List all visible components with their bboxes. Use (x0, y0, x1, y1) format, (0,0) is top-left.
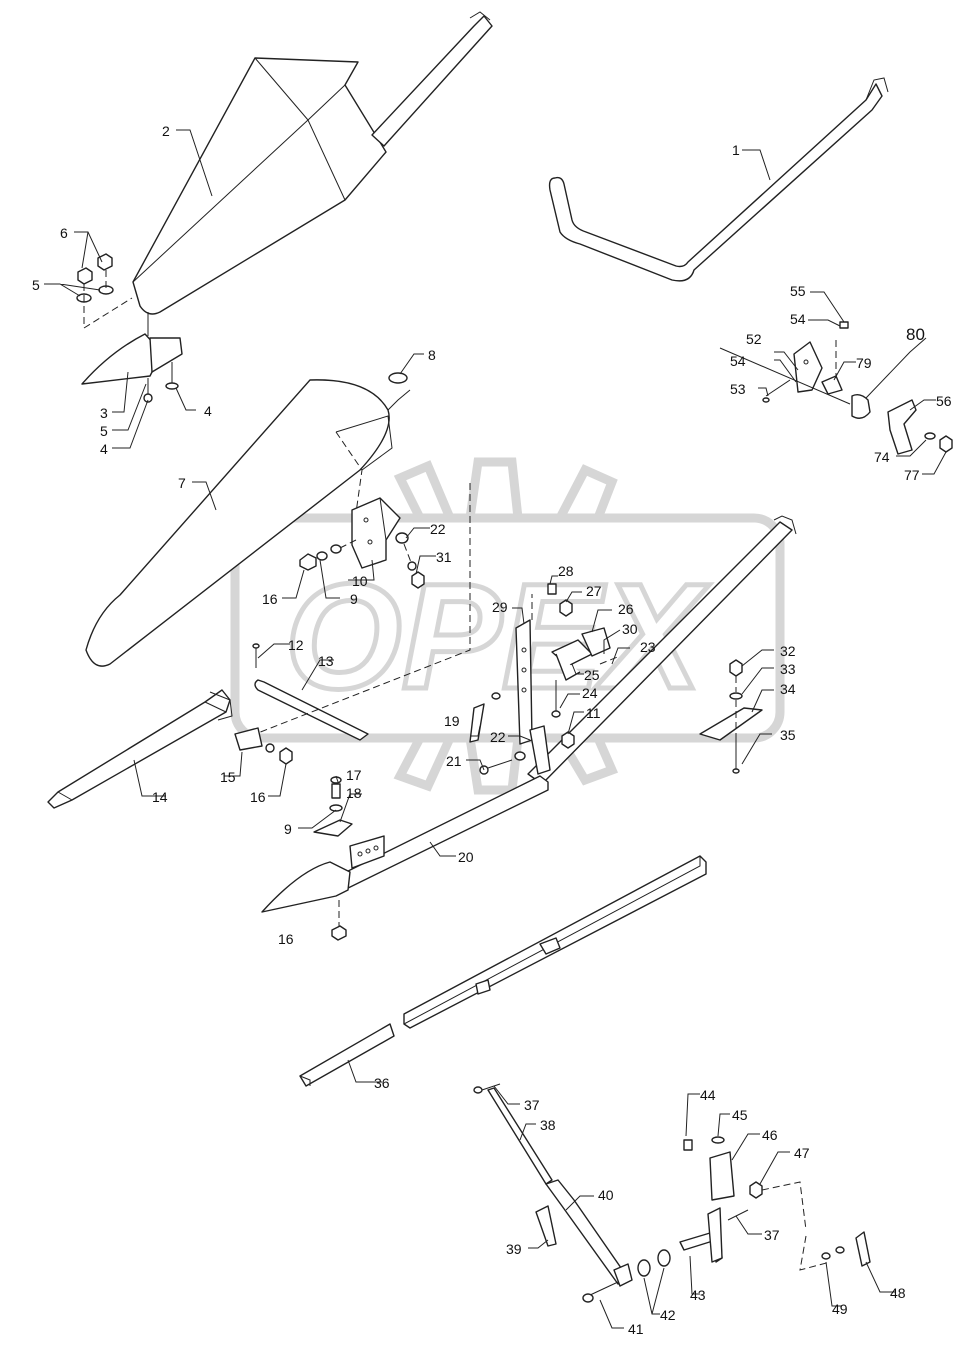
callout-37: 37 (764, 1227, 780, 1243)
callout-54: 54 (790, 311, 806, 327)
callout-41: 41 (628, 1321, 644, 1337)
hardware-near-part-2 (76, 253, 179, 403)
callout-55: 55 (790, 283, 806, 299)
callout-19: 19 (444, 713, 460, 729)
callout-11: 11 (586, 705, 601, 721)
callout-46: 46 (762, 1127, 778, 1143)
callout-53: 53 (730, 381, 746, 397)
callout-24: 24 (582, 685, 598, 701)
callout-8: 8 (428, 347, 436, 363)
part-36-bar (299, 855, 707, 1087)
callout-22: 22 (430, 521, 446, 537)
callout-14: 14 (152, 789, 168, 805)
callout-39: 39 (506, 1241, 522, 1257)
callout-37: 37 (524, 1097, 540, 1113)
callout-77: 77 (904, 467, 920, 483)
callout-49: 49 (832, 1301, 848, 1317)
part-12-bolt (252, 643, 260, 668)
callout-52: 52 (746, 331, 762, 347)
part-18-plate (313, 776, 353, 837)
callout-29: 29 (492, 599, 508, 615)
callout-labels: 1 2 3 4 4 5 5 6 7 8 9 9 10 11 12 13 14 1… (32, 123, 952, 1337)
callout-31: 31 (436, 549, 452, 565)
callout-9: 9 (350, 591, 358, 607)
callout-79: 79 (856, 355, 872, 371)
part-10-bracket (351, 497, 401, 569)
callout-43: 43 (690, 1287, 706, 1303)
callout-54: 54 (730, 353, 746, 369)
callout-26: 26 (618, 601, 634, 617)
callout-34: 34 (780, 681, 796, 697)
center-adjuster-assembly (469, 583, 621, 775)
callout-20: 20 (458, 849, 474, 865)
part-2-hood-cone (132, 11, 493, 315)
callout-33: 33 (780, 661, 796, 677)
callout-7: 7 (178, 475, 186, 491)
callout-32: 32 (780, 643, 796, 659)
callout-3: 3 (100, 405, 108, 421)
callout-16: 16 (262, 591, 278, 607)
callout-27: 27 (586, 583, 602, 599)
callout-22: 22 (490, 729, 506, 745)
right-shoe-assembly (699, 659, 763, 774)
hardware-near-part-10 (299, 532, 425, 589)
callout-4: 4 (204, 403, 212, 419)
callout-16: 16 (278, 931, 294, 947)
callout-13: 13 (318, 653, 334, 669)
callout-6: 6 (60, 225, 68, 241)
callout-25: 25 (584, 667, 600, 683)
callout-35: 35 (780, 727, 796, 743)
callout-2: 2 (162, 123, 170, 139)
callout-48: 48 (890, 1285, 906, 1301)
callout-28: 28 (558, 563, 574, 579)
callout-56: 56 (936, 393, 952, 409)
leader-lines (44, 129, 947, 1329)
callout-74: 74 (874, 449, 890, 465)
callout-5: 5 (100, 423, 108, 439)
callout-15: 15 (220, 769, 236, 785)
callout-42: 42 (660, 1307, 676, 1323)
callout-1: 1 (732, 142, 740, 158)
callout-80: 80 (906, 325, 925, 344)
callout-9: 9 (284, 821, 292, 837)
callout-18: 18 (346, 785, 362, 801)
part-15-bracket (234, 727, 293, 765)
callout-36: 36 (374, 1075, 390, 1091)
callout-10: 10 (352, 573, 368, 589)
callout-38: 38 (540, 1117, 556, 1133)
callout-17: 17 (346, 767, 362, 783)
part-1-bent-rod (548, 77, 889, 282)
main-frame (47, 480, 797, 941)
roller-assembly (719, 321, 953, 455)
callout-5: 5 (32, 277, 40, 293)
lower-linkage (473, 1083, 871, 1303)
callout-40: 40 (598, 1187, 614, 1203)
callout-12: 12 (288, 637, 304, 653)
callout-4: 4 (100, 441, 108, 457)
callout-23: 23 (640, 639, 656, 655)
part-7-large-cone (85, 372, 411, 667)
callout-30: 30 (622, 621, 638, 637)
callout-45: 45 (732, 1107, 748, 1123)
callout-21: 21 (446, 753, 462, 769)
part-3-deflector (81, 312, 183, 385)
callout-47: 47 (794, 1145, 810, 1161)
callout-44: 44 (700, 1087, 716, 1103)
callout-16: 16 (250, 789, 266, 805)
